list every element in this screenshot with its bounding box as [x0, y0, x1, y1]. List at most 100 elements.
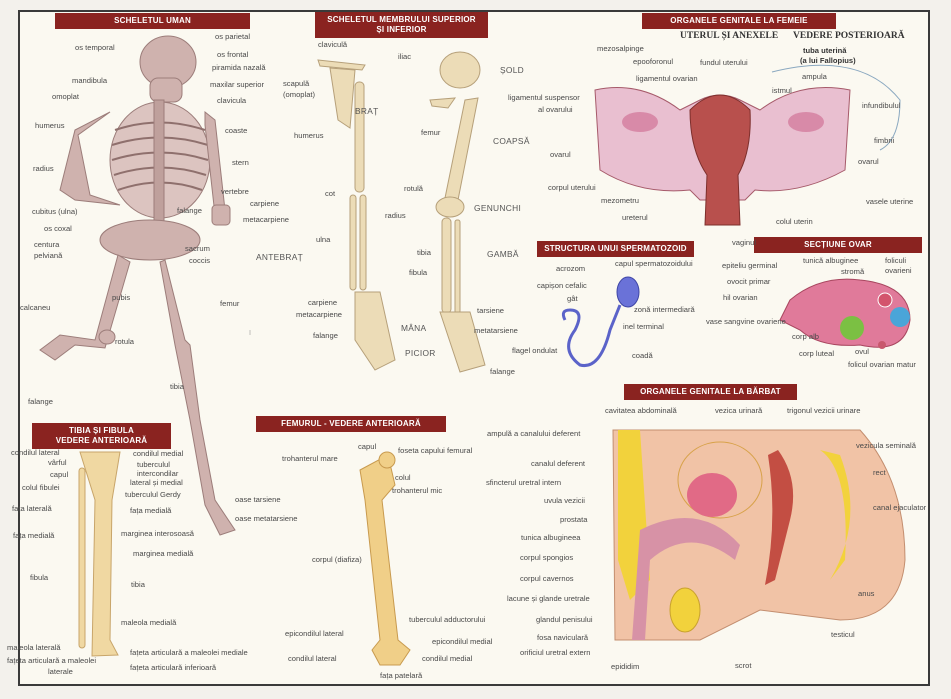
- ovary-label: corp luteal: [799, 349, 835, 358]
- female-label: ligamentul ovarian: [636, 74, 698, 83]
- skeleton-label: os temporal: [75, 43, 115, 52]
- region-label: GAMBĂ: [487, 249, 519, 259]
- male-label: rect: [873, 468, 886, 477]
- femur-header-text: FEMURUL - VEDERE ANTERIOARĂ: [281, 419, 421, 428]
- tibia-label: fața medială: [13, 531, 55, 540]
- skeleton-label: coccis: [189, 256, 211, 265]
- sperm-label: zonă intermediară: [634, 305, 695, 314]
- female-label: colul uterin: [776, 217, 813, 226]
- limbs-label: falange: [490, 367, 515, 376]
- limbs-label: cot: [325, 189, 336, 198]
- sperm-header-text: STRUCTURA UNUI SPERMATOZOID: [544, 244, 687, 253]
- tibia-label: maleola laterală: [7, 643, 61, 652]
- ovary-label: epiteliu germinal: [722, 261, 778, 270]
- femur-label: condilul medial: [422, 654, 473, 663]
- female-label: istmul: [772, 86, 792, 95]
- male-reproductive-illustration: [612, 429, 906, 641]
- sperm-label: coadă: [632, 351, 653, 360]
- female-label: infundibulul: [862, 101, 901, 110]
- male-label: scrot: [735, 661, 752, 670]
- ovary-label: foliculi: [885, 256, 907, 265]
- sperm-label: inel terminal: [623, 322, 664, 331]
- tibia-label: intercondilar: [137, 469, 179, 478]
- tibia-label: colul fibulei: [22, 483, 60, 492]
- skeleton-label: metacarpiene: [243, 215, 290, 224]
- male-label: canalul deferent: [531, 459, 586, 468]
- limbs-header-text: ȘI INFERIOR: [376, 25, 427, 34]
- skeleton-header-text: SCHELETUL UMAN: [114, 16, 191, 25]
- female-label: mezosalpinge: [597, 44, 644, 53]
- limbs-label: radius: [385, 211, 406, 220]
- limbs-header-text: SCHELETUL MEMBRULUI SUPERIOR: [327, 15, 476, 24]
- femur-label: condilul lateral: [288, 654, 337, 663]
- female-label: fimbrii: [874, 136, 895, 145]
- male-label: uvula vezicii: [544, 496, 585, 505]
- region-label: BRAȚ: [355, 106, 379, 116]
- skeleton-label: centura: [34, 240, 60, 249]
- tibia-label: laterale: [48, 667, 73, 676]
- male-label: vezica urinară: [715, 406, 763, 415]
- skeleton-label: cubitus (ulna): [32, 207, 78, 216]
- ovary-label: tunică albuginee: [803, 256, 859, 265]
- sperm-label: acrozom: [556, 264, 586, 273]
- female-label: corpul uterului: [548, 183, 596, 192]
- tibia-label: fațeta articulară a maleolei: [7, 656, 97, 665]
- female-label: ovarul: [550, 150, 571, 159]
- male-label: cavitatea abdominală: [605, 406, 677, 415]
- ovary-section-illustration: [779, 278, 911, 349]
- tibia-label: tibia: [131, 580, 145, 589]
- male-label: corpul cavernos: [520, 574, 574, 583]
- male-label: sfincterul uretral intern: [486, 478, 562, 487]
- spermatozoid-illustration: [561, 276, 640, 368]
- limbs-label: scapulă: [283, 79, 310, 88]
- limbs-label: (omoplat): [283, 90, 316, 99]
- limbs-label: iliac: [398, 52, 412, 61]
- male-label: epididim: [611, 662, 640, 671]
- male-label: prostata: [560, 515, 588, 524]
- limbs-label: rotulă: [404, 184, 423, 193]
- skeleton-label: os coxal: [44, 224, 72, 233]
- male-label: vezicula seminală: [856, 441, 916, 450]
- tibia-label: condilul medial: [133, 449, 184, 458]
- tube-label: (a lui Fallopius): [800, 56, 856, 65]
- limbs-label: metatarsiene: [474, 326, 518, 335]
- ovary-label: ovarieni: [885, 266, 912, 275]
- ovary-label: hil ovarian: [723, 293, 758, 302]
- region-label: ȘOLD: [500, 65, 525, 75]
- limbs-label: falange: [313, 331, 338, 340]
- tube-label: tuba uterină: [803, 46, 847, 55]
- skeleton-label: pelviană: [34, 251, 63, 260]
- tibia-label: lateral și medial: [130, 478, 183, 487]
- tibia-label: tuberculul: [137, 460, 170, 469]
- female-label: epooforonul: [633, 57, 674, 66]
- male-label: orificiul uretral extern: [520, 648, 591, 657]
- region-label: COAPSĂ: [493, 136, 530, 146]
- femur-label: foseta capului femural: [398, 446, 473, 455]
- femur-label: corpul (diafiza): [312, 555, 362, 564]
- tibia-header-text: TIBIA ȘI FIBULA: [69, 426, 134, 435]
- female-label: ampula: [802, 72, 827, 81]
- tibia-label: capul: [50, 470, 69, 479]
- region-label: PICIOR: [405, 348, 436, 358]
- ovary-label: ovocit primar: [727, 277, 771, 286]
- male-label: trigonul vezicii urinare: [787, 406, 861, 415]
- ovary-header-text: SECȚIUNE OVAR: [804, 240, 872, 249]
- female-subtitle-left: UTERUL ȘI ANEXELE: [680, 31, 779, 41]
- female-header: ORGANELE GENITALE LA FEMEIE: [642, 13, 836, 29]
- female-label: ovarul: [858, 157, 879, 166]
- female-header-text: ORGANELE GENITALE LA FEMEIE: [670, 16, 808, 25]
- femur-illustration: [359, 451, 411, 666]
- female-label: fundul uterului: [700, 58, 748, 67]
- male-header-text: ORGANELE GENITALE LA BĂRBAT: [640, 387, 781, 396]
- ovary-label: ovul: [855, 347, 869, 356]
- region-label: GENUNCHI: [474, 203, 522, 213]
- female-label: vasele uterine: [866, 197, 914, 206]
- female-label: ureterul: [622, 213, 648, 222]
- male-label: lacune și glande uretrale: [507, 594, 590, 603]
- tibia-label: marginea interosoasă: [121, 529, 195, 538]
- femur-label: epicondilul medial: [432, 637, 493, 646]
- male-label: fosa naviculară: [537, 633, 589, 642]
- tibia-label: marginea medială: [133, 549, 194, 558]
